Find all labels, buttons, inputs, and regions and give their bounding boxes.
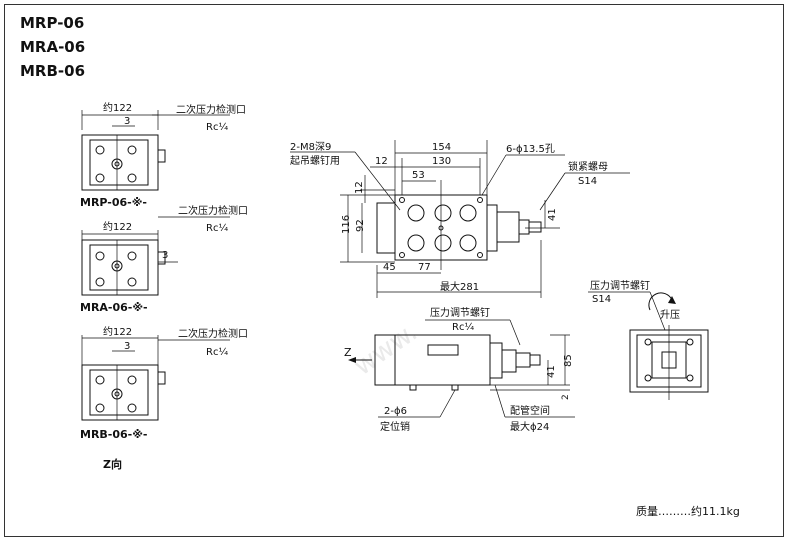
locknut-label: 锁紧螺母 (568, 160, 608, 173)
dim-154: 154 (432, 142, 451, 153)
locknut-size: S14 (578, 176, 597, 187)
pin-label: 2-ϕ6 (384, 406, 407, 417)
dim-53: 53 (412, 170, 425, 181)
watermark: www. (349, 317, 423, 382)
pin-note: 定位销 (380, 420, 410, 433)
tap-note: 起吊螺钉用 (290, 155, 340, 167)
mrb-offset-dim: 3 (124, 341, 130, 352)
pipe-space-label: 配管空间 (510, 404, 550, 417)
right-screw-size: S14 (592, 294, 611, 305)
dim-116: 116 (341, 215, 352, 234)
tap-label: 2-M8深9 (290, 141, 331, 153)
dim-2: 2 (561, 394, 571, 400)
dim-45: 45 (383, 262, 396, 273)
right-end-view: 压力调节螺钉 S14 升压 (588, 279, 709, 400)
max-length: 最大281 (440, 280, 479, 293)
model-title-mra: MRA-06 (20, 38, 86, 56)
mra-port-thread: Rc¼ (206, 222, 228, 234)
adjust-screw-label: 压力调节螺钉 (430, 306, 490, 319)
main-top-view: 2-M8深9 起吊螺钉用 154 130 12 53 6-ϕ13.5孔 锁紧螺母… (290, 140, 630, 298)
weight-label: 质量………约11.1kg (636, 505, 740, 518)
dim-77: 77 (418, 262, 431, 273)
mrp-width-dim: 约122 (103, 101, 132, 114)
mrb-model-label: MRB-06-※- (80, 428, 148, 441)
mra-view: 二次压力检测口 Rc¼ 约122 3 MRA-06-※- (80, 204, 248, 314)
mrb-view: 二次压力检测口 Rc¼ 约122 3 MRB-06-※- (80, 325, 248, 441)
mrb-port-thread: Rc¼ (206, 346, 228, 358)
side-view: 压力调节螺钉 Rc¼ Z 85 41 2 2-ϕ6 定位销 配管空间 最大ϕ24 (344, 306, 575, 433)
hole-label: 6-ϕ13.5孔 (506, 143, 555, 155)
dim-85: 85 (563, 354, 574, 367)
mrb-port-label: 二次压力检测口 (178, 327, 248, 340)
dim-92: 92 (355, 219, 366, 232)
pipe-max: 最大ϕ24 (510, 420, 549, 433)
mrp-offset-dim: 3 (124, 116, 130, 127)
dim-41-top: 41 (547, 208, 558, 221)
right-screw-label: 压力调节螺钉 (590, 279, 650, 292)
mrp-port-label: 二次压力检测口 (176, 103, 246, 116)
raise-label: 升压 (660, 309, 680, 321)
mrp-port-thread: Rc¼ (206, 121, 228, 133)
dim-130: 130 (432, 156, 451, 167)
mrb-width-dim: 约122 (103, 325, 132, 338)
mrp-model-label: MRP-06-※- (80, 196, 147, 209)
z-view-label: Z向 (103, 457, 122, 471)
mra-model-label: MRA-06-※- (80, 301, 148, 314)
mrp-view: 约122 3 二次压力检测口 Rc¼ MRP-06-※- (80, 101, 246, 209)
mra-offset-dim: 3 (162, 250, 168, 261)
adjust-screw-thread: Rc¼ (452, 321, 474, 333)
z-arrow-label: Z (344, 346, 352, 359)
drawing-frame (4, 4, 784, 537)
model-title-mrb: MRB-06 (20, 62, 86, 80)
mra-port-label: 二次压力检测口 (178, 204, 248, 217)
dim-12: 12 (375, 156, 388, 167)
mra-width-dim: 约122 (103, 220, 132, 233)
dim-41-side: 41 (546, 365, 557, 378)
dim-12-vertical: 12 (354, 181, 365, 194)
model-title-mrp: MRP-06 (20, 14, 85, 32)
